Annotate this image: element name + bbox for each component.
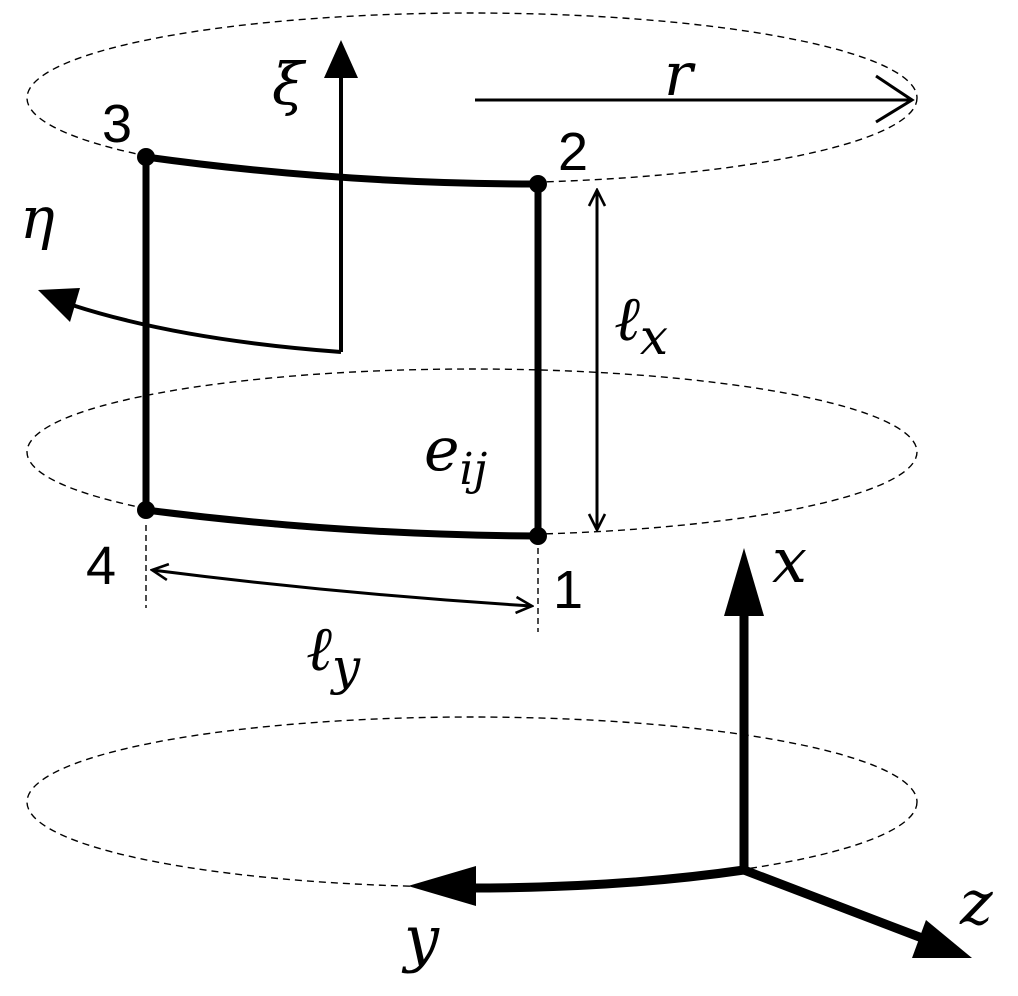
ly-dimension-arrow <box>152 570 532 606</box>
eta-arrowhead <box>38 288 80 322</box>
middle-section-ellipse <box>26 368 918 536</box>
global-x-label: x <box>772 524 807 597</box>
element-subscript: ij <box>460 444 488 495</box>
node-2-label: 2 <box>558 122 588 182</box>
xi-arrowhead <box>324 40 358 78</box>
global-z-axis <box>742 865 924 943</box>
global-y-label: y <box>401 902 440 975</box>
ly-subscript: y <box>330 638 361 696</box>
r-label: r <box>664 40 696 110</box>
bottom-section-ellipse <box>26 716 918 888</box>
lx-label: ℓx <box>614 282 668 366</box>
global-z-label: z <box>959 866 993 939</box>
lx-subscript: x <box>640 308 668 366</box>
node-3-label: 3 <box>102 94 132 154</box>
element-label: eij <box>424 415 487 495</box>
eta-axis <box>71 303 342 354</box>
eta-label: η <box>20 184 55 252</box>
node-3-dot <box>137 148 155 166</box>
node-1-label: 1 <box>553 560 583 620</box>
node-4-label: 4 <box>86 536 116 596</box>
element-bottom-edge <box>145 506 539 540</box>
node-2-dot <box>529 175 547 193</box>
ly-label: ℓy <box>306 612 361 696</box>
global-y-arrowhead <box>408 866 476 906</box>
global-y-axis <box>469 865 745 893</box>
xi-label: ξ <box>272 50 307 118</box>
top-section-ellipse <box>26 12 918 184</box>
node-4-dot <box>137 501 155 519</box>
global-x-arrowhead <box>724 548 764 616</box>
r-arrowhead <box>875 74 915 124</box>
global-z-arrowhead <box>912 920 972 958</box>
node-1-dot <box>529 527 547 545</box>
